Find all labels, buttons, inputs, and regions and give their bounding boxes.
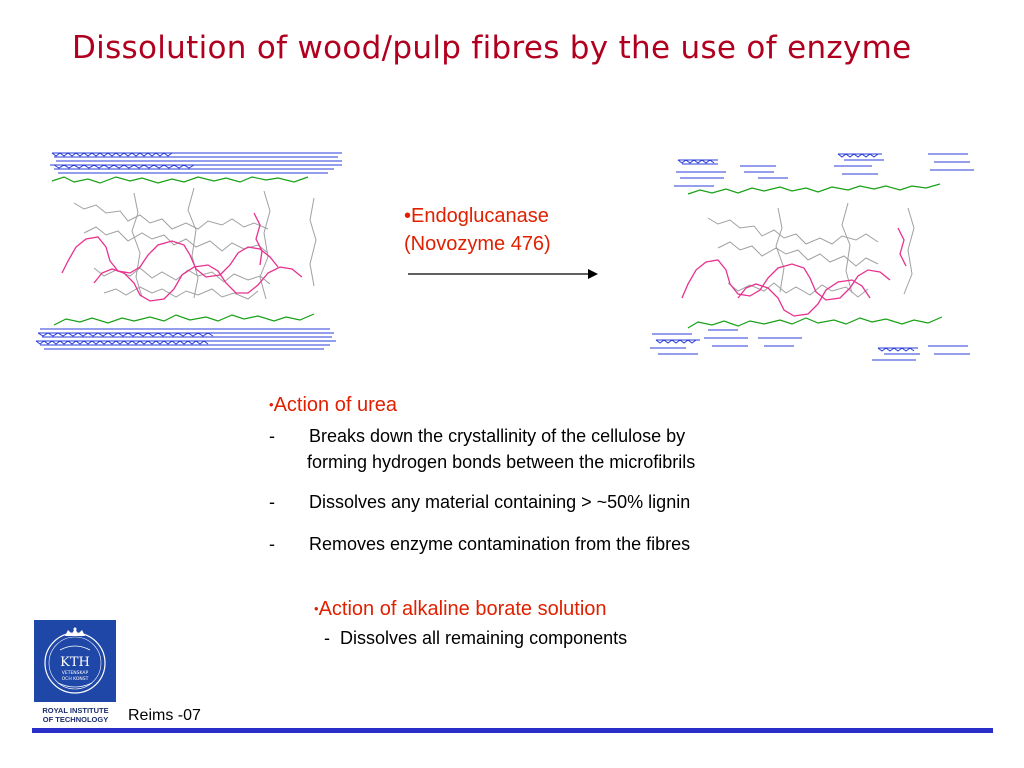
enzyme-bullet: • [404,205,412,227]
kth-crest-icon: KTH VETENSKAP OCH KONST [44,627,106,694]
footer-bar [32,728,993,733]
reaction-arrow [408,269,598,279]
kth-caption-line1: ROYAL INSTITUTE [42,706,109,715]
borate-bullet: • [314,601,319,616]
kth-logo-subtext1: VETENSKAP [62,670,89,676]
kth-logo-caption: ROYAL INSTITUTE OF TECHNOLOGY [28,706,123,724]
list-dash: - [324,628,330,648]
enzyme-name: Endoglucanase [411,205,549,227]
slide-title: Dissolution of wood/pulp fibres by the u… [72,30,912,66]
urea-heading: •Action of urea [269,394,397,417]
fibre-structure-after-diagram [650,153,974,361]
list-dash: - [269,492,275,512]
urea-bullet: • [269,397,274,412]
footer-label: Reims -07 [128,707,201,724]
enzyme-label: •Endoglucanase (Novozyme 476) [404,202,551,258]
list-item-text: Dissolves any material containing > ~50%… [309,492,691,512]
borate-heading-text: Action of alkaline borate solution [318,598,607,620]
list-item: - Breaks down the crystallinity of the ce… [269,424,685,448]
list-dash: - [269,426,275,446]
list-item-text: Breaks down the crystallinity of the cel… [309,426,686,446]
list-item-text: Removes enzyme contamination from the fi… [309,534,691,554]
kth-caption-line2: OF TECHNOLOGY [42,715,109,724]
borate-heading: •Action of alkaline borate solution [314,598,607,621]
kth-logo-subtext2: OCH KONST [62,676,89,682]
fibre-structure-before-diagram [35,152,342,350]
list-item-continuation: forming hydrogen bonds between the micro… [307,452,696,472]
list-item: - Dissolves any material containing > ~50… [269,490,690,514]
list-item: - Removes enzyme contamination from the f… [269,532,690,556]
enzyme-product: (Novozyme 476) [404,233,551,255]
list-item: -Dissolves all remaining components [314,626,627,650]
urea-heading-text: Action of urea [273,394,397,416]
kth-logo-text: KTH [60,655,90,670]
kth-logo: KTH VETENSKAP OCH KONST [34,620,116,702]
list-item-text: Dissolves all remaining components [340,628,628,648]
list-dash: - [269,534,275,554]
